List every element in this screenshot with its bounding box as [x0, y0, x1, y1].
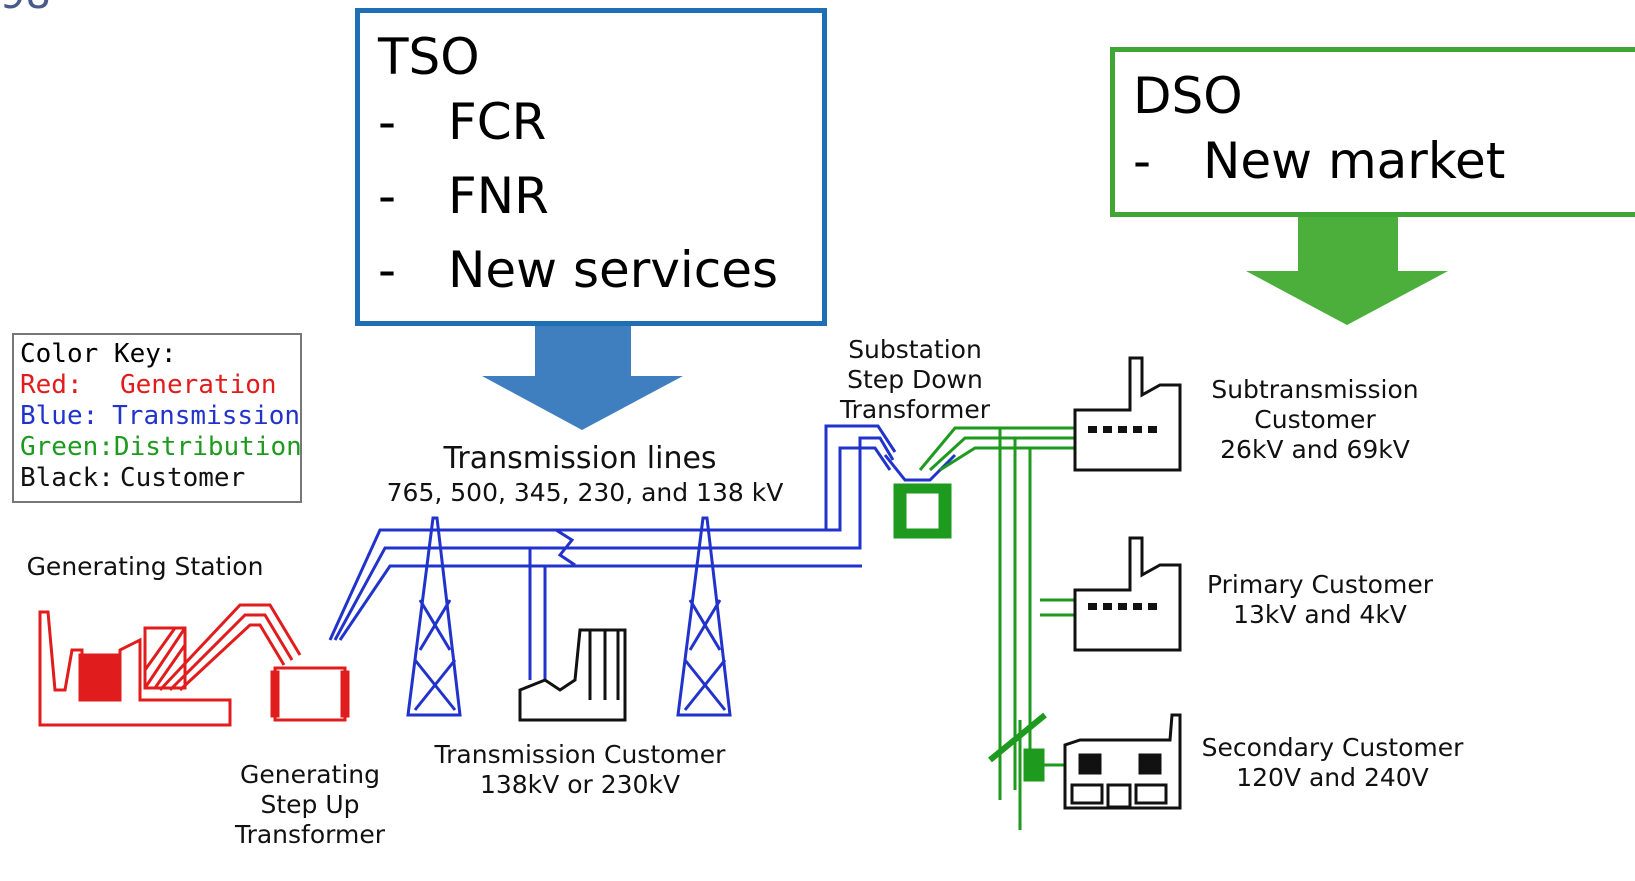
color-key-title: Color Key:	[20, 339, 177, 369]
tso-item: -New services	[378, 241, 779, 299]
tso-arrow	[482, 326, 683, 430]
tso-callout: TSO -FCR -FNR -New services	[355, 8, 827, 326]
generating-station-drawing	[38, 603, 350, 727]
color-key-row: Black:Customer	[20, 463, 246, 493]
customer-buildings	[1063, 356, 1182, 810]
generating-station-label: Generating Station	[26, 552, 264, 581]
page-number: 98	[0, 0, 51, 18]
transmission-voltages-label: 765, 500, 345, 230, and 138 kV	[386, 478, 784, 507]
dso-item: -New market	[1133, 132, 1506, 190]
tso-title: TSO	[378, 28, 480, 86]
color-key-row: Blue:Transmission	[20, 401, 300, 431]
color-key-row: Red:Generation	[20, 370, 277, 400]
transmission-lines-label: Transmission lines	[443, 441, 717, 476]
transmission-lines-drawing	[328, 424, 957, 717]
tso-item: -FNR	[378, 167, 549, 225]
tso-item: -FCR	[378, 93, 547, 151]
transmission-customer-drawing	[518, 628, 627, 722]
dso-arrow	[1246, 217, 1448, 325]
color-key: Color Key: Red:Generation Blue:Transmiss…	[12, 333, 302, 503]
dso-callout: DSO -New market	[1110, 47, 1635, 217]
dso-title: DSO	[1133, 67, 1243, 125]
color-key-row: Green:Distribution	[20, 432, 302, 462]
substation-drawing	[893, 426, 1090, 830]
